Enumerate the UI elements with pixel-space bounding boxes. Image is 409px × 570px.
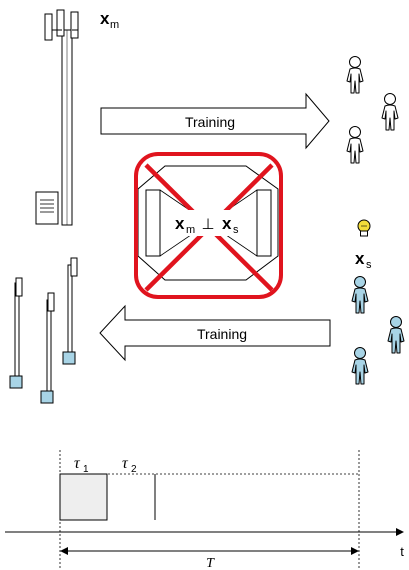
training-label-top: Training	[185, 114, 235, 130]
tau1-label: τ	[74, 455, 81, 472]
user-icon	[346, 126, 364, 164]
macro-label: x	[100, 9, 110, 28]
training-arrow-right	[100, 92, 330, 150]
training-arrow-left	[99, 304, 331, 362]
macro-tower-icon	[35, 9, 79, 226]
user-icon	[387, 316, 405, 354]
small-cell-antenna-icon	[62, 257, 78, 365]
small-label: x	[355, 249, 365, 268]
tau1-subscript: 1	[83, 464, 89, 475]
small-cell-users	[351, 276, 405, 385]
perp-symbol: ⊥	[201, 216, 214, 233]
lightbulb-icon	[357, 219, 371, 237]
small-cell-antenna-icon	[40, 292, 55, 404]
macro-users	[346, 56, 399, 164]
timeline	[5, 450, 404, 568]
small-label-subscript: s	[366, 259, 372, 271]
label-backdrop	[172, 210, 244, 236]
tau1-slot	[59, 473, 108, 521]
macro-label-subscript: m	[110, 19, 119, 31]
middle-left-sub: m	[186, 224, 195, 236]
training-label-bottom: Training	[197, 326, 247, 342]
middle-left-var: x	[175, 214, 185, 233]
user-icon	[381, 93, 399, 131]
user-icon	[351, 276, 369, 314]
tau2-label: τ	[122, 455, 129, 472]
period-label: T	[206, 556, 215, 570]
user-icon	[346, 56, 364, 94]
small-cell-antenna-icon	[9, 277, 23, 389]
middle-right-var: x	[222, 214, 232, 233]
user-icon	[351, 347, 369, 385]
tau2-subscript: 2	[131, 464, 137, 475]
middle-right-sub: s	[233, 224, 239, 236]
time-axis-label: t	[400, 544, 404, 559]
